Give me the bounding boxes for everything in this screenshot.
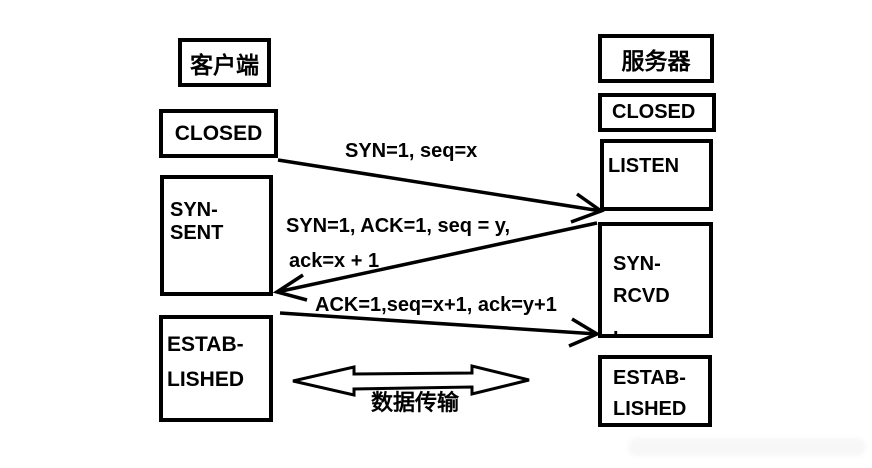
client-title-box: 客户端 xyxy=(178,38,271,87)
server-title: 服务器 xyxy=(621,47,691,74)
client-state-closed-box: CLOSED xyxy=(159,109,278,158)
syn-message-label: SYN=1, seq=x xyxy=(345,140,478,162)
ack-message-label: ACK=1,seq=x+1, ack=y+1 xyxy=(315,294,557,316)
watermark xyxy=(628,438,866,456)
client-state-syn-sent: SYN-SENT xyxy=(170,199,224,244)
server-state-listen: LISTEN xyxy=(608,155,680,177)
syn-ack-message-label-line1: SYN=1, ACK=1, seq = y, xyxy=(286,215,510,237)
client-state-syn-sent-box: SYN-SENT xyxy=(160,175,273,296)
server-state-established-box: ESTAB- LISHED xyxy=(598,355,712,427)
server-state-established-line1: ESTAB- xyxy=(613,367,686,389)
server-title-box: 服务器 xyxy=(598,34,714,83)
data-transfer-label: 数据传输 xyxy=(371,390,460,415)
ack-arrowhead-icon xyxy=(568,317,601,348)
server-state-established-line2: LISHED xyxy=(613,398,687,420)
syn-ack-arrow-line xyxy=(276,221,598,294)
client-state-closed: CLOSED xyxy=(174,121,263,145)
server-state-syn-rcvd-line3: . xyxy=(613,317,619,339)
data-transfer-double-arrow-icon xyxy=(292,364,530,397)
server-state-syn-rcvd-line2: RCVD xyxy=(613,285,670,307)
syn-ack-arrowhead-icon xyxy=(272,273,308,302)
syn-arrow-line xyxy=(277,158,602,213)
syn-arrowhead-icon xyxy=(570,192,605,224)
server-state-syn-rcvd-box: SYN- RCVD . xyxy=(598,222,713,339)
ack-arrow-line xyxy=(279,311,598,336)
syn-ack-message-label-line2: ack=x + 1 xyxy=(289,250,380,272)
client-state-established-line2: LISHED xyxy=(167,368,245,391)
client-state-established-box: ESTAB- LISHED xyxy=(159,315,273,422)
server-state-closed: CLOSED xyxy=(612,101,696,123)
server-state-syn-rcvd-line1: SYN- xyxy=(613,253,661,275)
client-title: 客户端 xyxy=(190,51,259,78)
server-state-closed-box: CLOSED xyxy=(598,93,716,132)
server-state-listen-box: LISTEN xyxy=(600,139,713,211)
client-state-established-line1: ESTAB- xyxy=(167,333,244,356)
